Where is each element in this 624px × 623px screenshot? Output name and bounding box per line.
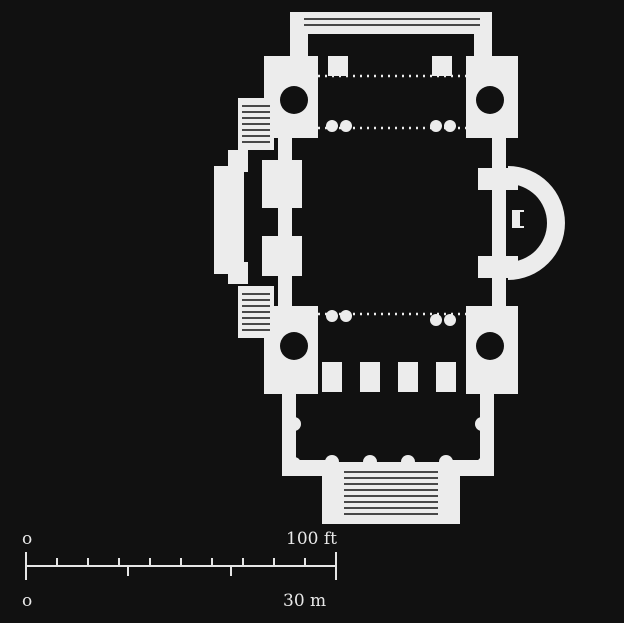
spiral-stairs [280, 86, 530, 360]
scale-meters-start: o [22, 591, 33, 611]
stair-hatching [242, 18, 480, 515]
scale-feet-start: o [22, 529, 33, 549]
scale-meters-end: 30 m [283, 591, 327, 611]
scale-bar [25, 552, 337, 580]
plan-walls [214, 12, 565, 524]
dotted-lines [318, 74, 466, 316]
scale-feet-end: 100 ft [286, 529, 337, 549]
